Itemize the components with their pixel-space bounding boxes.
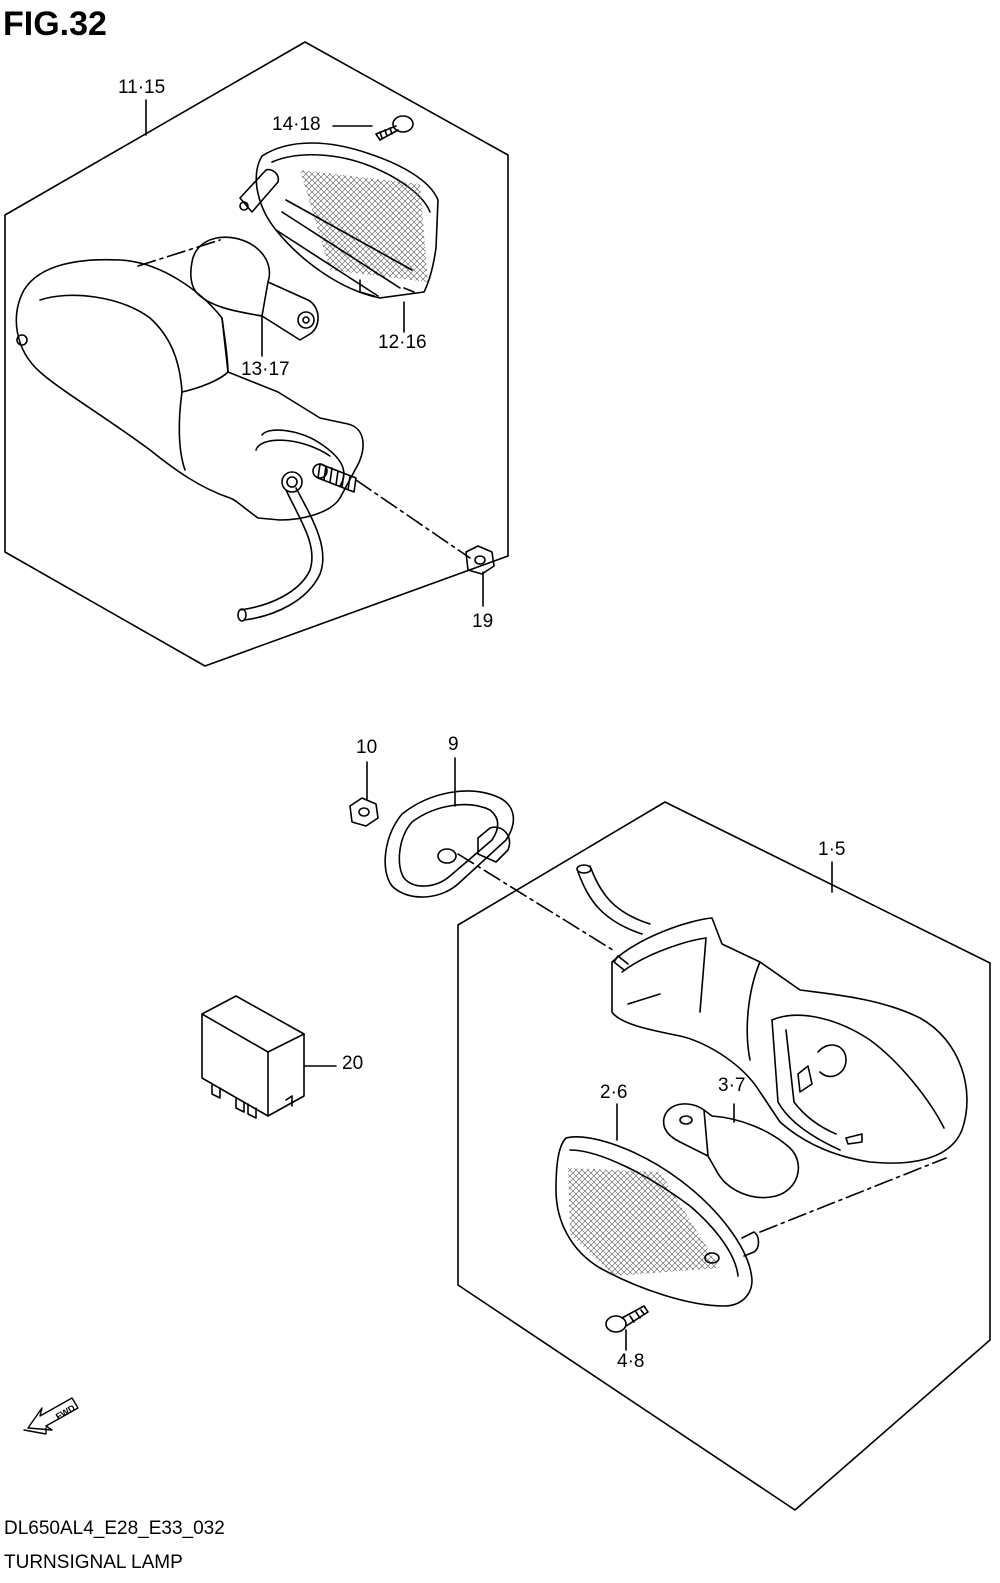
callout-4-8: 4·8: [617, 1351, 645, 1372]
lower-lamp-housing: [577, 865, 967, 1163]
upper-lens: [240, 143, 438, 298]
callout-2-6: 2·6: [600, 1082, 628, 1103]
callout-13-17: 13·17: [241, 359, 290, 380]
callout-11-15: 11·15: [118, 77, 166, 98]
flasher-relay: [202, 996, 304, 1118]
forward-direction-arrow: FWD: [24, 1398, 78, 1434]
callout-20: 20: [342, 1053, 364, 1074]
lower-nut: [350, 798, 378, 826]
callout-10: 10: [356, 737, 378, 758]
lower-lens-screw: [606, 1306, 648, 1332]
upper-lens-screw: [376, 116, 413, 140]
upper-leader-lines: [138, 100, 483, 606]
callout-3-7: 3·7: [718, 1075, 746, 1096]
callout-12-16: 12·16: [378, 332, 427, 353]
diagram-code: DL650AL4_E28_E33_032: [4, 1518, 225, 1539]
callout-9: 9: [448, 734, 459, 755]
upper-assembly-box: [5, 42, 508, 666]
gasket: [385, 791, 513, 897]
callout-1-5: 1·5: [818, 839, 846, 860]
upper-bulb: [191, 237, 318, 340]
callout-19: 19: [472, 611, 494, 632]
lower-lens: [556, 1137, 759, 1306]
upper-nut: [466, 546, 494, 574]
callout-14-18: 14·18: [272, 114, 321, 135]
diagram-name: TURNSIGNAL LAMP: [4, 1552, 183, 1573]
lower-leader-lines: [304, 758, 946, 1350]
upper-lamp-housing: [16, 260, 363, 621]
lower-assembly-box: [458, 802, 990, 1510]
lower-bulb: [664, 1104, 799, 1198]
figure-title: FIG.32: [3, 5, 107, 43]
